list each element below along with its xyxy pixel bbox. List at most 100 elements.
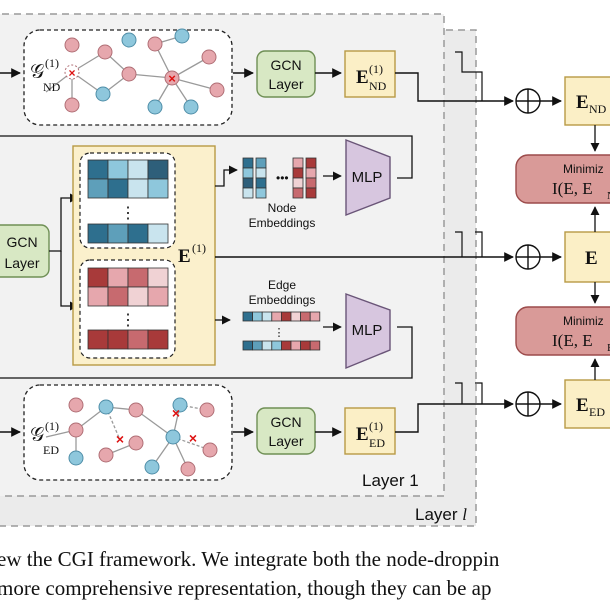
- svg-text:Minimiz: Minimiz: [563, 314, 604, 328]
- matrix-cell: [255, 157, 267, 169]
- matrix-cell: [261, 311, 273, 322]
- svg-text:×: ×: [68, 66, 75, 80]
- matrix-cell: [242, 157, 254, 169]
- node-embeddings: [242, 157, 317, 199]
- matrix-cell: [107, 286, 129, 307]
- svg-text:Node: Node: [268, 201, 297, 215]
- matrix-cell: [242, 167, 254, 179]
- svg-text:Layer l: Layer l: [415, 505, 467, 524]
- matrix-cell: [255, 167, 267, 179]
- matrix-cell: [127, 329, 149, 350]
- matrix-cell: [271, 311, 282, 322]
- caption-line-2: more comprehensive representation, thoug…: [0, 576, 492, 600]
- svg-text:𝒢: 𝒢: [30, 61, 44, 83]
- svg-text:ND: ND: [589, 102, 607, 116]
- svg-text:ND: ND: [43, 80, 61, 94]
- plus-top: [515, 88, 541, 114]
- minimize-bottom: Minimiz I(E, E E: [515, 306, 610, 356]
- svg-text:I(E, E: I(E, E: [552, 179, 593, 198]
- matrix-cell: [107, 223, 129, 244]
- svg-text:(1): (1): [369, 62, 383, 76]
- svg-text:E: E: [178, 246, 191, 267]
- edge-embeddings: [242, 311, 321, 351]
- svg-text:E: E: [356, 424, 369, 445]
- matrix-cell: [292, 157, 304, 169]
- svg-text:ED: ED: [589, 405, 605, 419]
- svg-text:MLP: MLP: [352, 169, 383, 186]
- svg-text:×: ×: [168, 71, 176, 86]
- matrix-cell: [87, 267, 109, 288]
- matrix-cell: [292, 167, 304, 179]
- svg-text:×: ×: [189, 430, 197, 446]
- matrix-cell: [127, 178, 149, 199]
- matrix-cell: [305, 167, 317, 179]
- cgi-framework-diagram: Layer l Layer 1: [0, 13, 610, 527]
- matrix-cell: [305, 157, 317, 169]
- matrix-cell: [87, 286, 109, 307]
- matrix-cell: [292, 187, 304, 199]
- svg-text:Embeddings: Embeddings: [249, 216, 316, 230]
- matrix-cell: [107, 159, 129, 180]
- svg-text:×: ×: [116, 431, 124, 447]
- plus-bottom: [515, 391, 541, 417]
- matrix-cell: [255, 177, 267, 189]
- matrix-cell: [242, 311, 254, 322]
- matrix-cell: [87, 329, 109, 350]
- matrix-cell: [147, 223, 169, 244]
- matrix-cell: [309, 311, 321, 322]
- svg-text:⋮: ⋮: [274, 327, 285, 339]
- graph-nodes-top: × ×: [64, 28, 225, 115]
- svg-text:GCN: GCN: [270, 57, 301, 73]
- matrix-cell: [147, 267, 169, 288]
- matrix-cell: [242, 177, 254, 189]
- matrix-cell: [290, 340, 302, 351]
- matrix-cell: [127, 267, 149, 288]
- svg-text:ND: ND: [369, 79, 387, 93]
- matrix-cell: [255, 187, 267, 199]
- node-dropped-graph: × × 𝒢 (1) ND: [23, 28, 233, 126]
- svg-text:MLP: MLP: [352, 322, 383, 339]
- gcn-layer-bottom: GCN Layer: [256, 407, 316, 455]
- svg-text:GCN: GCN: [270, 414, 301, 430]
- matrix-cell: [147, 159, 169, 180]
- svg-text:(1): (1): [369, 419, 383, 433]
- svg-text:Embeddings: Embeddings: [249, 293, 316, 307]
- svg-text:⋮: ⋮: [120, 312, 136, 329]
- matrix-cell: [147, 329, 169, 350]
- svg-text:Minimiz: Minimiz: [563, 162, 604, 176]
- svg-text:Edge: Edge: [268, 278, 296, 292]
- caption-line-1: ew the CGI framework. We integrate both …: [0, 547, 500, 571]
- matrix-cell: [309, 340, 321, 351]
- matrix-cell: [300, 311, 311, 322]
- svg-text:Layer 1: Layer 1: [362, 471, 419, 490]
- svg-text:(1): (1): [45, 419, 59, 433]
- svg-text:E: E: [607, 342, 610, 354]
- svg-text:×: ×: [172, 405, 180, 421]
- mlp-top: MLP: [345, 138, 391, 217]
- matrix-cell: [147, 286, 169, 307]
- output-e: E: [564, 231, 610, 283]
- gcn-layer-top: GCN Layer: [256, 50, 316, 98]
- svg-text:ED: ED: [369, 436, 385, 450]
- matrix-cell: [127, 223, 149, 244]
- svg-text:E: E: [585, 248, 598, 269]
- svg-text:Layer: Layer: [4, 255, 39, 271]
- mlp-bottom: MLP: [345, 293, 391, 370]
- svg-text:(1): (1): [192, 241, 206, 255]
- matrix-cell: [87, 178, 109, 199]
- e-nd-embedding: E (1) ND: [344, 50, 396, 98]
- gcn-layer-middle: GCN Layer: [0, 224, 50, 278]
- edge-dropped-graph: × × × 𝒢 (1) ED: [23, 384, 233, 481]
- matrix-cell: [271, 340, 282, 351]
- matrix-cell: [261, 340, 273, 351]
- svg-text:Layer: Layer: [268, 433, 303, 449]
- matrix-cell: [280, 340, 292, 351]
- output-e-ed: E ED: [564, 379, 610, 429]
- e-ed-embedding: E (1) ED: [344, 407, 396, 455]
- matrix-cell: [252, 311, 263, 322]
- graph-nodes-bottom: × × ×: [68, 397, 218, 477]
- output-e-nd: E ND: [564, 76, 610, 126]
- svg-text:𝒢: 𝒢: [30, 424, 44, 446]
- matrix-cell: [107, 178, 129, 199]
- matrix-cell: [300, 340, 311, 351]
